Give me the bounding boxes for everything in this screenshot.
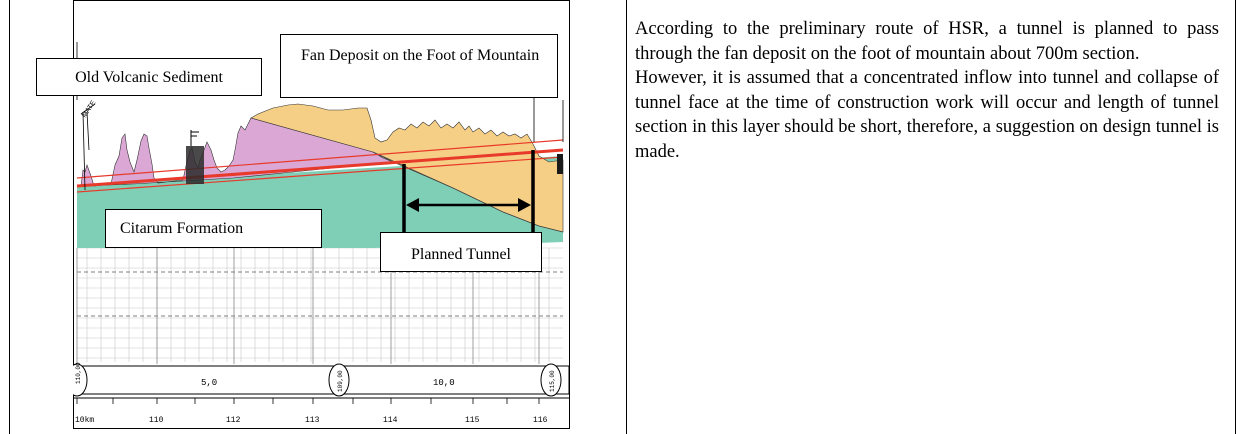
km-label-1: 110 <box>149 416 164 425</box>
label-old-volcanic-sediment-text: Old Volcanic Sediment <box>75 69 223 86</box>
km-label-4: 114 <box>383 416 398 425</box>
km-label-3: 113 <box>305 416 320 425</box>
label-planned-tunnel-text: Planned Tunnel <box>410 246 511 263</box>
description-paragraph-2: However, it is assumed that a concentrat… <box>635 68 1219 162</box>
label-citarum-formation: Citarum Formation <box>105 209 322 248</box>
scale-circle-label-middle: 109,00 <box>337 370 344 392</box>
distance-label-10: 10,0 <box>433 378 455 388</box>
scale-circle-label-right: 115,00 <box>549 370 556 392</box>
km-label-0: 10km <box>75 416 94 425</box>
km-label-2: 112 <box>226 416 241 425</box>
fan-citarum-boundary <box>372 151 564 233</box>
description-paragraph-1: According to the preliminary route of HS… <box>635 19 1219 64</box>
geological-profile-figure: MATE <box>36 0 570 429</box>
label-planned-tunnel: Planned Tunnel <box>380 232 542 272</box>
label-fan-deposit: Fan Deposit on the Foot of Mountain <box>280 34 558 98</box>
scale-circle-right <box>540 363 562 397</box>
table-column-divider <box>626 0 627 434</box>
distance-label-5: 5,0 <box>201 378 217 388</box>
scale-ticks <box>76 398 540 404</box>
structure-marker-right <box>557 154 563 174</box>
table-frame <box>9 0 1236 434</box>
route-line-lower <box>76 156 564 193</box>
scale-bar-frame <box>73 365 570 395</box>
scale-circle-label-left: 110,00 <box>75 362 82 384</box>
tunnel-length-arrow <box>406 198 531 212</box>
route-line-main <box>76 148 564 188</box>
route-line-upper <box>76 139 564 179</box>
label-citarum-formation-text: Citarum Formation <box>120 220 244 237</box>
km-label-5: 115 <box>465 416 480 425</box>
description-text: According to the preliminary route of HS… <box>635 17 1219 164</box>
scale-circle-left <box>73 363 88 397</box>
label-fan-deposit-text: Fan Deposit on the Foot of Mountain <box>301 47 540 64</box>
km-label-6: 116 <box>533 416 548 425</box>
scale-circle-middle <box>328 363 350 397</box>
label-old-volcanic-sediment: Old Volcanic Sediment <box>36 58 262 96</box>
structure-marker-left <box>186 130 204 184</box>
